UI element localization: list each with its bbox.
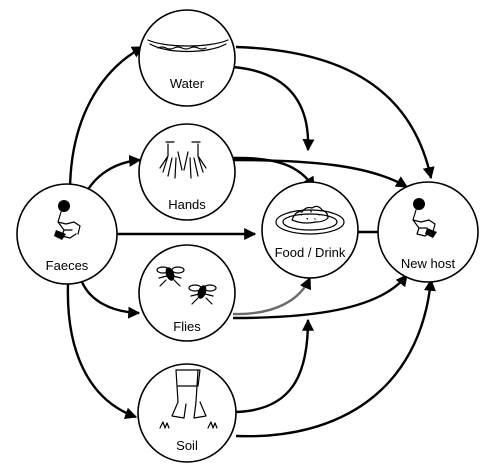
node-new-host-label: New host [401, 256, 456, 271]
edge-soil-food [235, 318, 314, 414]
edge-faeces-soil [66, 283, 138, 420]
node-soil-circle [137, 363, 237, 463]
edge-water-newhost [235, 45, 435, 180]
edge-flies-food [232, 276, 312, 316]
edge-faeces-hands [83, 154, 142, 196]
squatting-person-icon [412, 198, 437, 238]
node-faeces-circle [16, 183, 118, 285]
food-plate-icon [275, 205, 345, 235]
edge-flies-newhost [232, 274, 408, 320]
node-hands-label: Hands [168, 197, 206, 212]
edge-faeces-water [68, 45, 145, 193]
node-faeces: Faeces [16, 183, 118, 285]
flies-icon [156, 266, 217, 305]
node-faeces-label: Faeces [46, 258, 89, 273]
water-icon [147, 39, 229, 53]
node-hands: Hands [138, 123, 236, 221]
node-food: Food / Drink [261, 181, 359, 279]
feet-on-soil-icon [159, 369, 218, 429]
node-food-label: Food / Drink [275, 245, 346, 260]
node-soil: Soil [137, 363, 237, 463]
node-flies-circle [138, 244, 236, 342]
node-new-host: New host [377, 181, 479, 283]
edge-hands-newhost [233, 158, 409, 189]
hands-icon [159, 141, 207, 179]
node-water-circle [138, 9, 236, 107]
node-hands-circle [138, 123, 236, 221]
edge-faeces-flies [80, 281, 141, 319]
edges [66, 45, 436, 438]
node-flies: Flies [138, 244, 236, 342]
edge-soil-newhost [235, 278, 436, 438]
node-water: Water [138, 9, 236, 107]
edge-water-food [232, 65, 315, 152]
node-flies-label: Flies [173, 319, 201, 334]
node-soil-label: Soil [176, 438, 198, 453]
node-water-label: Water [170, 76, 205, 91]
squatting-person-icon [54, 200, 81, 240]
